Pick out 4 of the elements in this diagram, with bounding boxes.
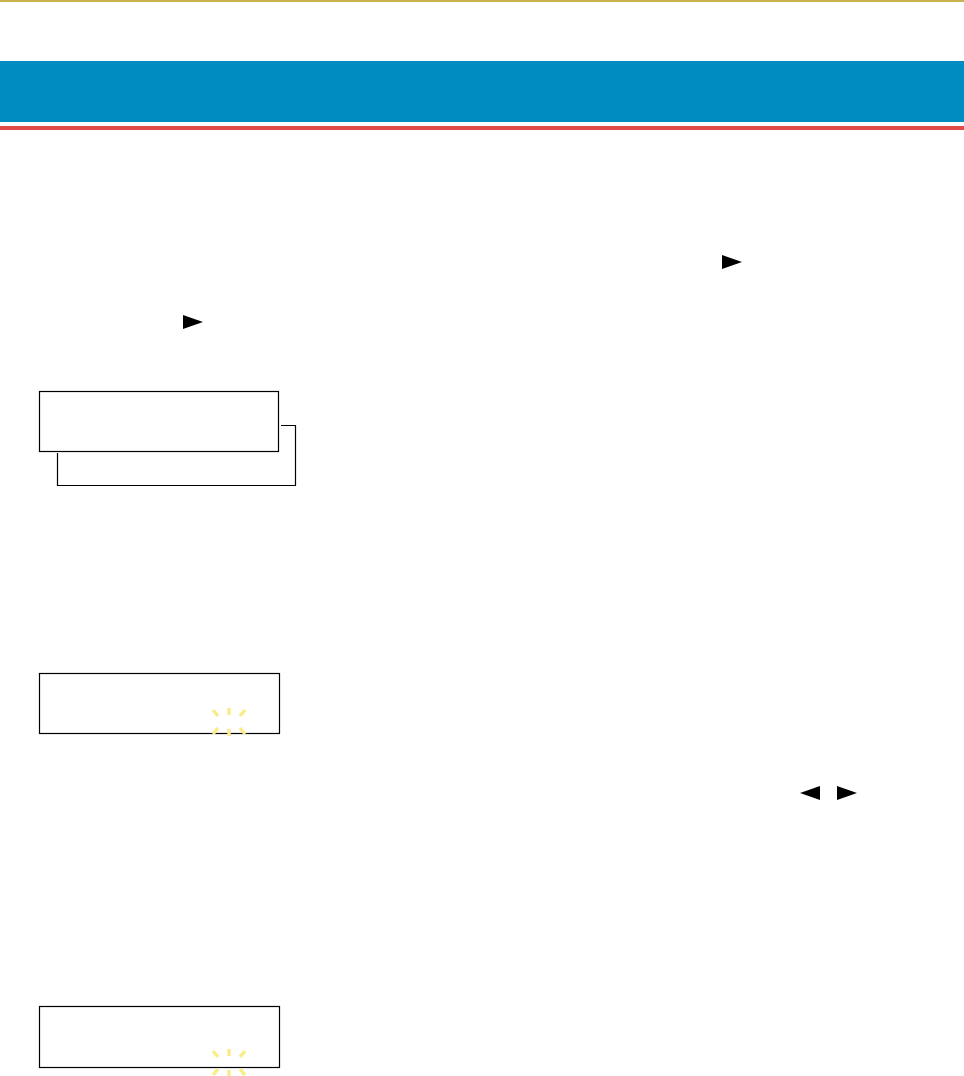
- display-box: [39, 673, 280, 734]
- display-box: [39, 1006, 280, 1068]
- display-box: [39, 391, 279, 452]
- display-box: [57, 425, 296, 486]
